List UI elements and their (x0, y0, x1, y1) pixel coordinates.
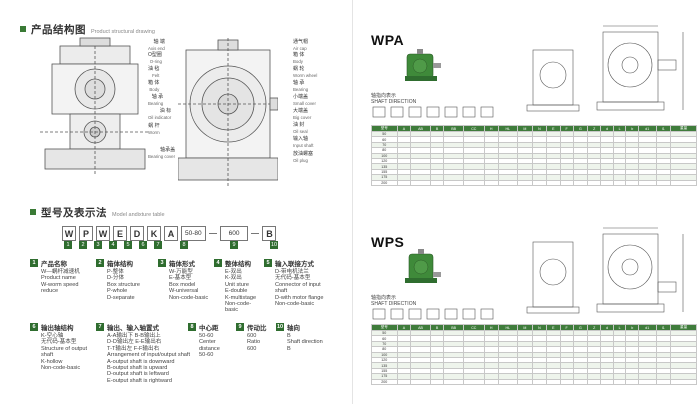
wpa-dimension-drawing (526, 25, 684, 112)
model-wpa-title: WPA (371, 32, 405, 48)
code-number: 2 (79, 241, 87, 249)
code-number: 10 (270, 241, 278, 249)
code-number: 7 (154, 241, 162, 249)
title-square-icon-2 (30, 209, 36, 215)
code-number: 4 (109, 241, 117, 249)
wpa-shaft-icons (372, 106, 494, 118)
code-letter: A (164, 226, 178, 241)
structure-title-en: Product structural drawing (91, 29, 155, 35)
code-letter: P (79, 226, 93, 241)
model-wps-title: WPS (371, 234, 405, 250)
model-title: 型号及表示法 Model andixture table (30, 205, 165, 220)
model-title-cn: 型号及表示法 (41, 207, 107, 219)
structure-title: 产品结构图 Product structural drawing (20, 22, 155, 37)
code-letter: W (96, 226, 110, 241)
wpa-gearbox-image (405, 49, 441, 81)
structure-title-cn: 产品结构图 (31, 24, 86, 36)
code-number: 5 (124, 241, 132, 249)
code-number: 3 (94, 241, 102, 249)
model-title-en: Model andixture table (112, 212, 165, 218)
wps-gearbox-image (405, 249, 441, 283)
code-letter: E (113, 226, 127, 241)
code-dash (208, 233, 217, 234)
code-number: 1 (64, 241, 72, 249)
wps-dimension-drawing (526, 227, 684, 314)
wps-shaft-icons (372, 308, 494, 320)
gearbox-front-drawing (178, 38, 278, 186)
gearbox-side-drawing (40, 37, 150, 176)
code-letter: D (130, 226, 144, 241)
code-number: 8 (180, 241, 188, 249)
code-ratio: 50-80 (181, 226, 206, 241)
code-letter: W (62, 226, 76, 241)
code-dash (251, 233, 260, 234)
code-letter: K (147, 226, 161, 241)
title-square-icon (20, 26, 26, 32)
code-number: 9 (230, 241, 238, 249)
model-code-row: W P W E D K A 50-80 600 B (62, 226, 277, 241)
code-number: 6 (139, 241, 147, 249)
code-end: B (262, 226, 277, 241)
code-center: 600 (219, 226, 249, 241)
